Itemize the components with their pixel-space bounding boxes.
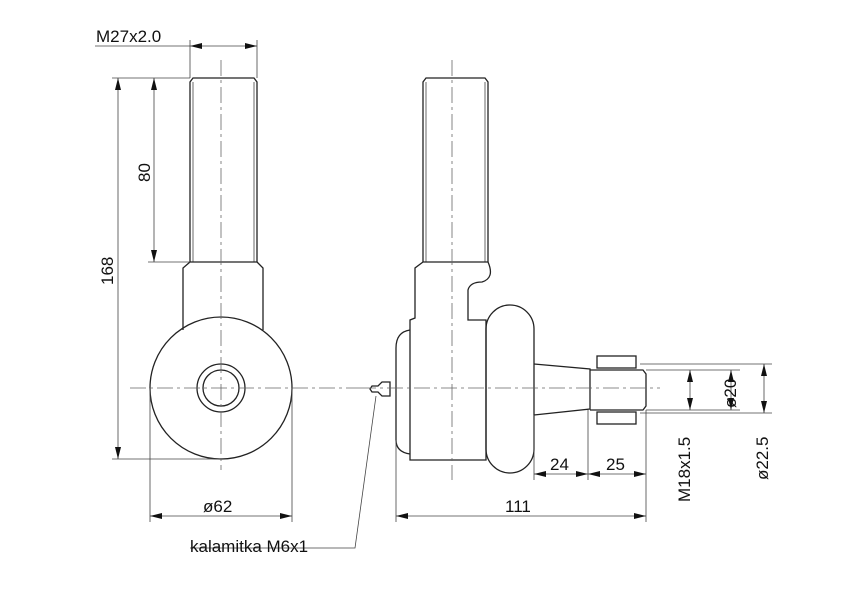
dim-total-height: 168 [98,257,117,285]
pin [590,369,647,411]
front-view: M27x2.0 168 80 ø62 [95,27,360,522]
threaded-bolt [189,77,258,262]
dim-total-width: 111 [505,497,531,516]
housing [409,261,492,461]
dim-thread-top: M27x2.0 [96,27,161,46]
nut-top [596,355,637,369]
dim-thread-length: 80 [135,163,154,182]
dim-ring-diameter: ø62 [203,497,232,516]
dim-shaft-diameter: ø22.5 [753,437,772,480]
grease-nipple-label: kalamitka M6x1 [190,537,308,556]
dim-pin-diameter: ø20 [721,379,740,408]
neck [182,261,264,330]
dim-pin-thread: M18x1.5 [675,437,694,502]
tapered-shaft [533,363,591,416]
roller [485,304,535,474]
leader-line [190,395,377,549]
dim-shaft-length-1: 24 [550,455,569,474]
nut-bottom [596,411,637,425]
threaded-bolt-side [422,77,489,262]
cap [395,329,411,455]
side-view: 111 24 25 M18x1.5 ø20 ø22.5 [360,60,772,522]
grease-nipple [369,381,391,397]
dim-shaft-length-2: 25 [606,455,625,474]
